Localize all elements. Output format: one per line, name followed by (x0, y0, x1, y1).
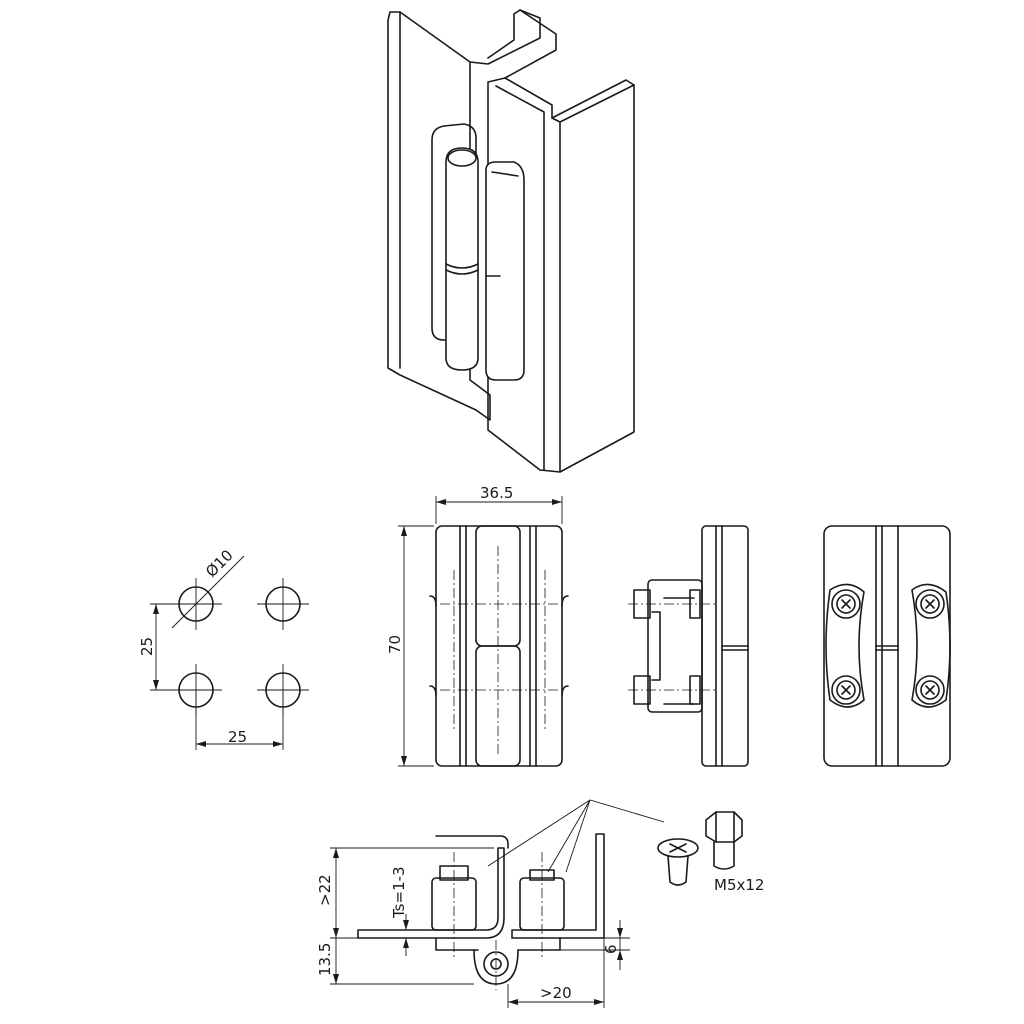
hex-bolt (705, 811, 743, 870)
dim-offset-6: 6 (602, 944, 620, 954)
dim-hole-diameter: Ø10 (202, 546, 237, 581)
back-view (823, 525, 951, 767)
front-view (398, 496, 569, 767)
side-view (628, 525, 749, 767)
dim-thickness: Ts=1-3 (390, 866, 408, 919)
screw-head (915, 589, 945, 619)
countersunk-screw (657, 838, 699, 886)
screw-head (831, 675, 861, 705)
dim-offset-13-5: 13.5 (316, 943, 334, 976)
screw-head (831, 589, 861, 619)
isometric-hinge-view (387, 9, 635, 473)
dim-height: 70 (386, 635, 404, 654)
dim-hole-spacing-horizontal: 25 (228, 728, 247, 746)
screw-head (915, 675, 945, 705)
hole-pattern-view (150, 555, 309, 750)
dim-width: 36.5 (480, 484, 513, 502)
section-view (330, 799, 665, 1008)
screw-size-label: M5x12 (714, 876, 764, 894)
dim-hole-spacing-vertical: 25 (138, 637, 156, 656)
dim-min-width: >20 (540, 984, 572, 1002)
dim-min-height: >22 (316, 874, 334, 906)
